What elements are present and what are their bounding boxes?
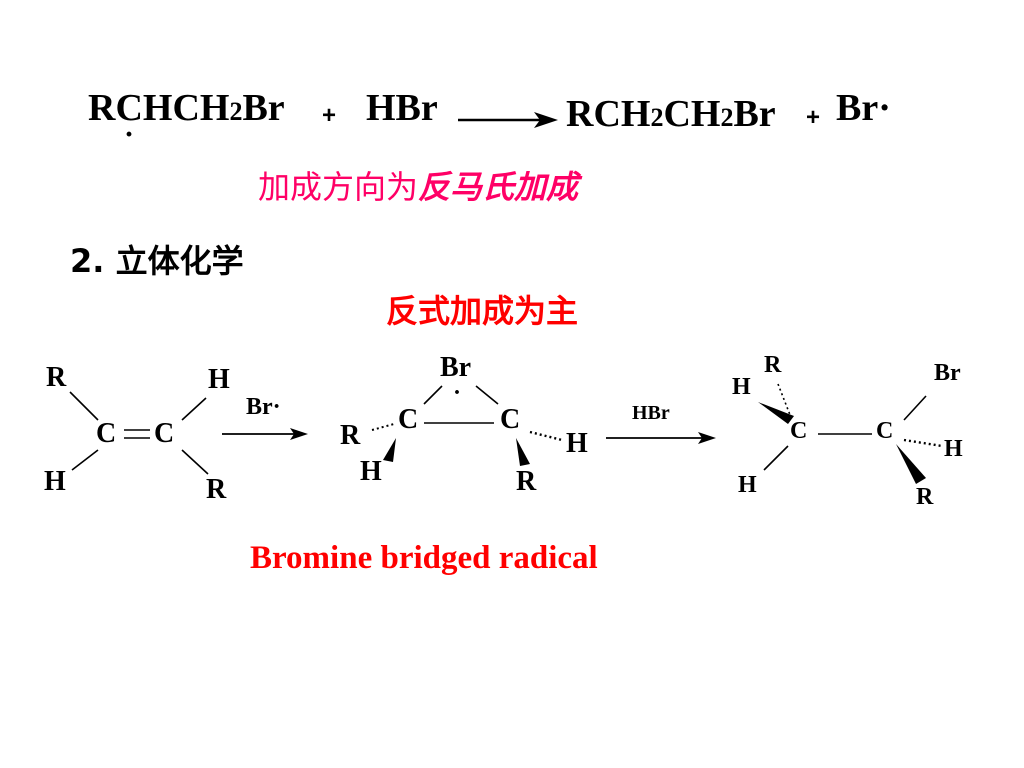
bridge-bromine: Br [440, 352, 472, 383]
bromine-radical: Br· [836, 87, 891, 129]
bridge-left-group: R [340, 420, 361, 451]
bridge-right-group: H [566, 428, 588, 459]
bond-bridge-left [423, 385, 443, 405]
bond-bridge-left-hash [371, 423, 395, 431]
reactant-radical-dot: · [124, 118, 135, 151]
product-part-a: RCH [566, 93, 651, 135]
product-c1-top: R [764, 352, 782, 378]
step-1-reagent: Br· [246, 394, 281, 421]
product-end: Br [733, 93, 776, 135]
bond-alkene-top-right [181, 397, 207, 421]
step-1-reagent-label: Br [246, 394, 273, 420]
reaction-arrow-main [458, 112, 558, 128]
product-c2-hash-group: H [944, 436, 963, 462]
direction-prefix: 加成方向为 [258, 168, 419, 206]
alkene-bottom-left: H [44, 466, 66, 497]
bond-product-c2-hash [903, 438, 943, 448]
alkene-bottom-right: R [206, 474, 227, 505]
anti-addition-note: 反式加成为主 [386, 292, 579, 330]
reactant-formula: RCHCH2Br [88, 86, 285, 130]
step-2-reagent: HBr [632, 402, 670, 424]
product-subscript-b: 2 [720, 103, 734, 132]
bond-alkene-bottom-right [181, 449, 209, 475]
product-carbon-2: C [876, 418, 894, 444]
bridge-radical-dot: · [453, 380, 462, 406]
alkene-top-left: R [46, 362, 67, 393]
alkene-carbon-1: C [96, 418, 117, 449]
plus-sign-2: + [806, 104, 821, 131]
product-subscript-a: 2 [650, 103, 664, 132]
bond-bridge-left-wedge [383, 438, 396, 462]
alkene-top-right: H [208, 364, 230, 395]
reagent-hbr: HBr [366, 87, 438, 129]
product-formula: RCH2CH2Br [566, 92, 776, 136]
bond-bridge-right [475, 385, 499, 405]
bond-alkene-bottom-left [71, 449, 99, 471]
reactant-subscript: 2 [229, 97, 243, 126]
bridge-left-down-group: H [360, 456, 382, 487]
arrow-step-2-head [698, 432, 716, 444]
direction-note: 加成方向为反马氏加成 [258, 162, 578, 208]
plus-sign-1: + [322, 102, 337, 129]
product-carbon-1: C [790, 418, 808, 444]
bond-product-c1-down [763, 445, 789, 471]
bridge-right-down-group: R [516, 466, 537, 497]
bond-bridge-right-hash [529, 430, 563, 442]
section-heading: 2. 立体化学 [70, 242, 244, 280]
product-c1-down: H [738, 472, 757, 498]
direction-emphasis: 反马氏加成 [418, 168, 579, 206]
bridge-carbon-2: C [500, 404, 521, 435]
bond-product-c2-top [903, 395, 927, 421]
bond-product-c1-top-hash [777, 383, 793, 421]
product-c1-wedge-group: H [732, 374, 751, 400]
alkene-carbon-2: C [154, 418, 175, 449]
bond-alkene-top-left [69, 391, 99, 421]
bond-product-c1-wedge [758, 402, 794, 424]
bond-bridge-right-wedge [516, 438, 530, 466]
step-1-reagent-dot: · [272, 394, 281, 420]
product-part-b: CH [663, 93, 721, 135]
arrow-step-1-head [290, 428, 308, 440]
product-c2-wedge-group: R [916, 484, 934, 510]
bridged-radical-caption: Bromine bridged radical [250, 540, 598, 576]
reactant-end: Br [242, 87, 285, 129]
bridge-carbon-1: C [398, 404, 419, 435]
product-c2-top: Br [934, 360, 961, 386]
bond-product-c2-wedge [896, 444, 926, 484]
mechanism-bonds [69, 383, 943, 484]
reactant-main: RCHCH [88, 87, 230, 129]
